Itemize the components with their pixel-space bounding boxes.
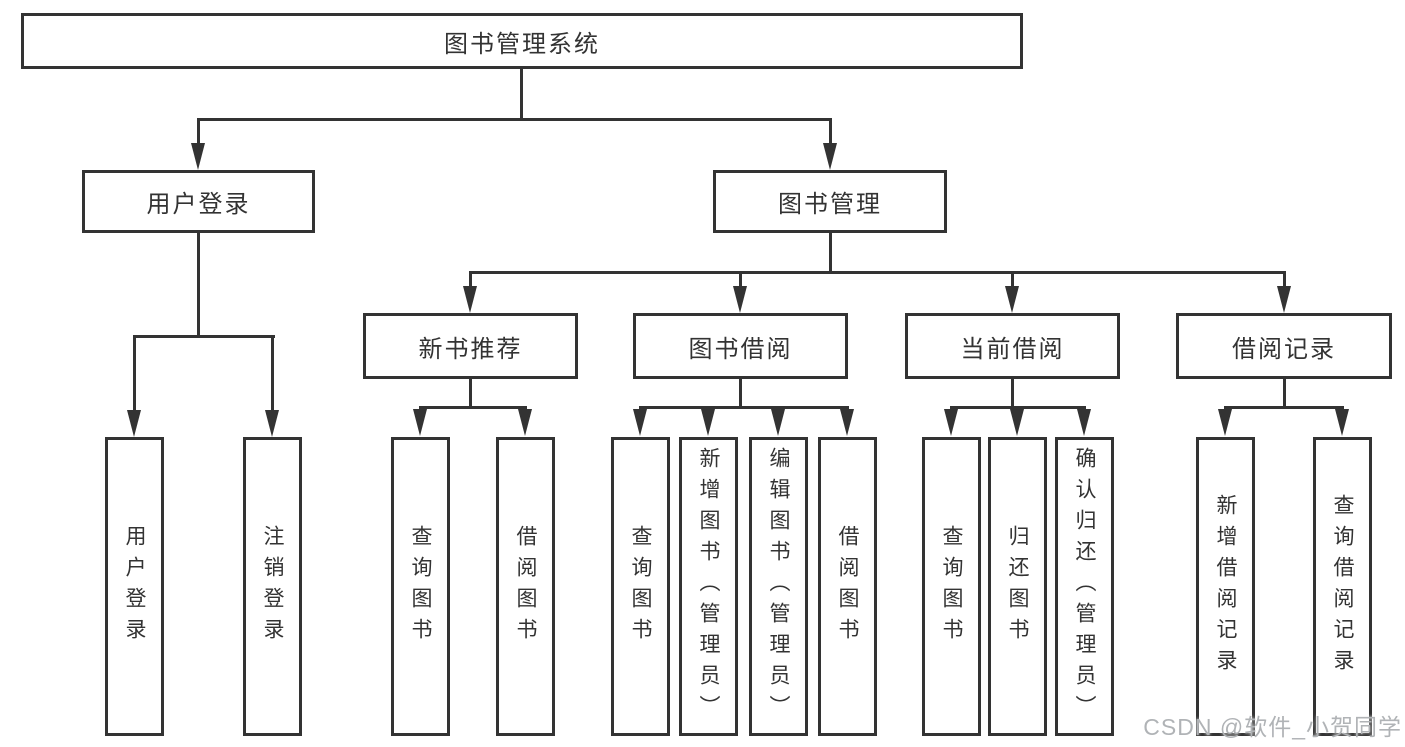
- edge-user-login-stem: [197, 233, 200, 335]
- arrow-down-icon: [413, 409, 427, 436]
- arrow-down-icon: [1335, 409, 1349, 436]
- arrow-down-icon: [1005, 286, 1019, 313]
- arrow-down-icon: [633, 409, 647, 436]
- node-user-login: 用户登录: [82, 170, 315, 233]
- edge-root-bar: [197, 118, 832, 121]
- node-library-management-system: 图书管理系统: [21, 13, 1023, 69]
- leaf-user-login: 用户登录: [105, 437, 164, 736]
- leaf-records-add-borrow-record: 新增借阅记录: [1196, 437, 1255, 736]
- arrow-down-icon: [823, 143, 837, 170]
- edge-root-to-user-login: [197, 118, 200, 145]
- arrow-down-icon: [840, 409, 854, 436]
- node-book-borrowing: 图书借阅: [633, 313, 848, 379]
- edge-group-d-bar: [1224, 406, 1344, 409]
- edge-user-login-bar: [133, 335, 275, 338]
- edge-book-management-stem: [829, 233, 832, 271]
- leaf-logout: 注销登录: [243, 437, 302, 736]
- arrow-down-icon: [733, 286, 747, 313]
- edge-to-leaf-user-login: [133, 335, 136, 412]
- node-book-management: 图书管理: [713, 170, 947, 233]
- node-borrow-records: 借阅记录: [1176, 313, 1392, 379]
- arrow-down-icon: [127, 410, 141, 437]
- arrow-down-icon: [1077, 409, 1091, 436]
- node-current-borrowing: 当前借阅: [905, 313, 1120, 379]
- csdn-watermark: CSDN @软件_小贺同学: [1143, 714, 1402, 740]
- leaf-current-return-books: 归还图书: [988, 437, 1047, 736]
- leaf-recommend-borrow-books: 借阅图书: [496, 437, 555, 736]
- leaf-current-query-books: 查询图书: [922, 437, 981, 736]
- arrow-down-icon: [1010, 409, 1024, 436]
- edge-book-management-bar: [469, 271, 1286, 274]
- leaf-recommend-query-books: 查询图书: [391, 437, 450, 736]
- edge-to-current-borrowing: [1011, 271, 1014, 288]
- edge-to-book-borrowing: [739, 271, 742, 288]
- arrow-down-icon: [191, 143, 205, 170]
- leaf-borrowing-query-books: 查询图书: [611, 437, 670, 736]
- node-new-book-recommend: 新书推荐: [363, 313, 578, 379]
- edge-root-to-book-management: [829, 118, 832, 145]
- edge-to-borrow-records: [1283, 271, 1286, 288]
- edge-group-d-stem: [1283, 379, 1286, 407]
- edge-to-new-book-recommend: [469, 271, 472, 288]
- arrow-down-icon: [463, 286, 477, 313]
- edge-to-leaf-logout: [271, 335, 274, 412]
- leaf-borrowing-add-books-admin: 新增图书（管理员）: [679, 437, 738, 736]
- edge-group-c-bar: [950, 406, 1086, 409]
- edge-group-b-stem: [739, 379, 742, 407]
- arrow-down-icon: [518, 409, 532, 436]
- arrow-down-icon: [265, 410, 279, 437]
- leaf-current-confirm-return-admin: 确认归还（管理员）: [1055, 437, 1114, 736]
- edge-group-c-stem: [1011, 379, 1014, 407]
- arrow-down-icon: [1218, 409, 1232, 436]
- edge-root-stem: [520, 69, 523, 118]
- arrow-down-icon: [701, 409, 715, 436]
- edge-group-b-bar: [639, 406, 849, 409]
- leaf-records-query-borrow-record: 查询借阅记录: [1313, 437, 1372, 736]
- edge-group-a-stem: [469, 379, 472, 407]
- arrow-down-icon: [944, 409, 958, 436]
- leaf-borrowing-edit-books-admin: 编辑图书（管理员）: [749, 437, 808, 736]
- leaf-borrowing-borrow-books: 借阅图书: [818, 437, 877, 736]
- edge-group-a-bar: [419, 406, 527, 409]
- arrow-down-icon: [1277, 286, 1291, 313]
- arrow-down-icon: [771, 409, 785, 436]
